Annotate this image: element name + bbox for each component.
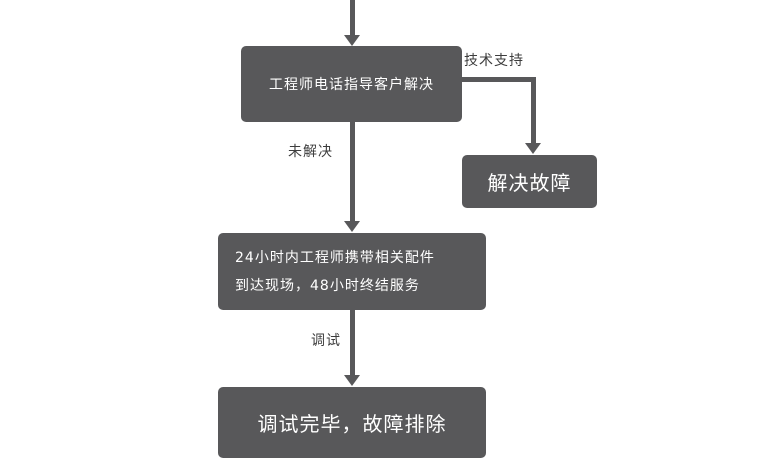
edge-label-tech-support: 技术支持: [464, 53, 524, 69]
edge-label-unresolved: 未解决: [288, 144, 333, 160]
node-resolve-fault-label: 解决故障: [487, 171, 572, 195]
arrow-down-icon: [525, 143, 541, 154]
node-resolve-fault: 解决故障: [462, 155, 597, 208]
node-debug-complete: 调试完毕，故障排除: [218, 387, 486, 458]
edge-label-debug: 调试: [311, 333, 341, 349]
connector-top-line: [350, 0, 355, 36]
node-phone-support: 工程师电话指导客户解决: [241, 46, 462, 122]
connector-debug-line: [350, 310, 355, 376]
connector-tech-support-horizontal: [462, 77, 536, 82]
node-debug-complete-label: 调试完毕，故障排除: [257, 412, 447, 436]
node-onsite-service: 24小时内工程师携带相关配件 到达现场，48小时终结服务: [218, 233, 486, 310]
connector-tech-support-vertical: [531, 77, 536, 144]
arrow-down-icon: [344, 221, 360, 232]
connector-unresolved-line: [350, 122, 355, 222]
node-onsite-service-line2: 到达现场，48小时终结服务: [235, 277, 420, 294]
arrow-down-icon: [344, 375, 360, 386]
node-onsite-service-line1: 24小时内工程师携带相关配件: [235, 249, 435, 266]
arrow-down-icon: [344, 35, 360, 46]
node-phone-support-label: 工程师电话指导客户解决: [269, 77, 434, 93]
